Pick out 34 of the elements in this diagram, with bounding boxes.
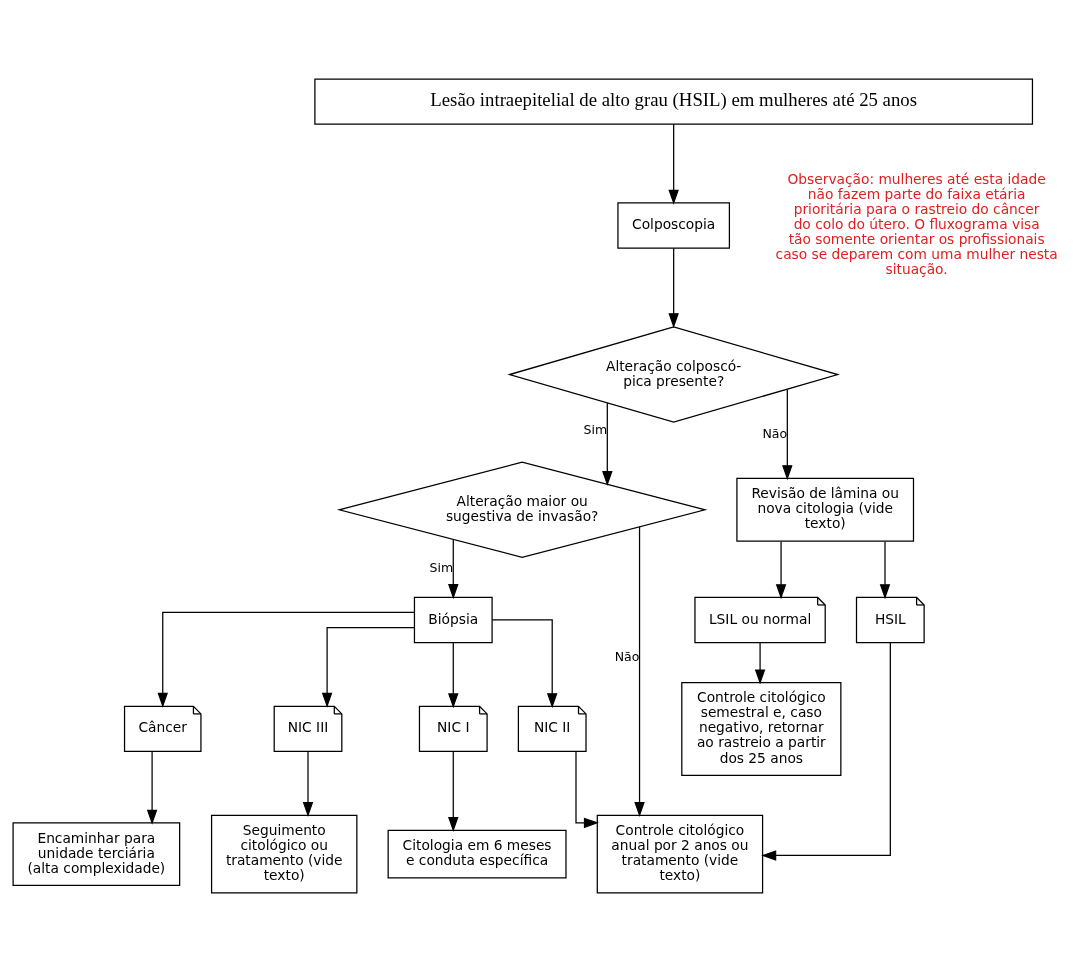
arrow xyxy=(668,123,679,205)
node-box: Seguimento citológico ou tratamento (vide texto) xyxy=(210,814,358,894)
edge-label: Sim xyxy=(583,421,608,437)
arrow xyxy=(782,388,793,481)
label: Observação: mulheres até esta idade não fazem parte do faixa etária prioritária para o rastreio do câncer do colo do útero. O fluxograma visa tão somente orientar os profissionais caso se deparem com uma mulher nesta situação. xyxy=(775,170,1058,278)
node-diamond: Alteração colposcó- pica presente? xyxy=(507,326,840,423)
arrow xyxy=(448,641,459,709)
arrow xyxy=(754,641,766,685)
arrow xyxy=(157,611,415,708)
arrow xyxy=(879,541,891,600)
node-box: Colposcopia xyxy=(617,202,731,249)
node-box: Controle citológico semestral e, caso negativo, retornar ao rastreio a partir dos 25 anos xyxy=(681,682,842,776)
arrow xyxy=(302,751,314,817)
arrow xyxy=(491,619,558,709)
arrow xyxy=(575,751,599,829)
arrow xyxy=(146,751,158,825)
node-box: Encaminhar para unidade terciária (alta complexidade) xyxy=(12,822,181,887)
arrow xyxy=(634,526,645,818)
edge-label: Não xyxy=(762,425,788,441)
arrow xyxy=(761,641,891,861)
node-diamond: Alteração maior ou sugestiva de invasão? xyxy=(336,461,708,559)
arrow xyxy=(775,541,787,600)
arrow xyxy=(448,751,459,832)
node-box: Citologia em 6 meses e conduta específica xyxy=(387,829,567,879)
edge-label: Sim xyxy=(429,560,454,576)
arrow xyxy=(602,402,613,487)
node-box: Lesão intraepitelial de alto grau (HSIL) em mulheres até 25 anos xyxy=(314,78,1034,125)
edge-label: Não xyxy=(614,648,640,664)
node-box: Revisão de lâmina ou nova citologia (vide texto) xyxy=(736,477,915,542)
arrow xyxy=(321,626,415,708)
node-box: Controle citológico anual por 2 anos ou tratamento (vide texto) xyxy=(596,814,764,894)
arrow xyxy=(448,539,459,600)
arrow xyxy=(668,247,679,329)
node-box: Biópsia xyxy=(413,596,493,644)
